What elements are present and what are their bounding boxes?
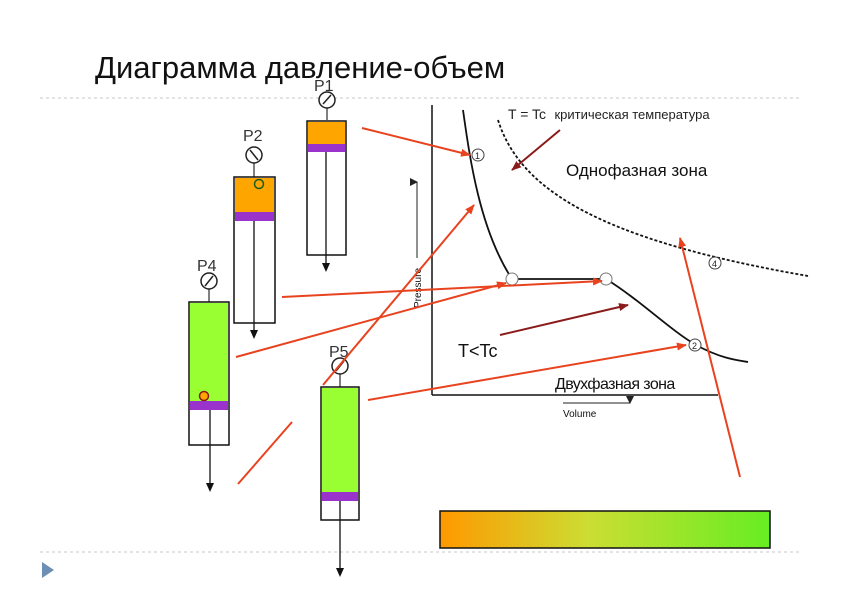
p2-piston [235, 212, 274, 221]
arrow-critical-path [678, 237, 741, 478]
p4-piston [190, 401, 228, 410]
arrow-to-saturated-vapor [281, 277, 603, 298]
p5-liquid-fill [322, 388, 358, 492]
arrow-diagonal-up [322, 204, 475, 386]
p5-piston [322, 492, 358, 501]
cylinder-p1: P1 [306, 78, 347, 272]
p1-gas-fill [308, 122, 345, 144]
arrow-lower-segment [237, 421, 293, 485]
cylinder-p4: P4 [188, 258, 230, 492]
gauge-p1-label: P1 [314, 78, 334, 95]
p4-liquid-fill [190, 303, 228, 401]
critical-temperature-label: T = Tc критическая температура [508, 106, 710, 123]
point-2-marker [688, 338, 702, 352]
slide-title: Диаграмма давление-объем [95, 50, 505, 85]
cylinder-p5: P5 [320, 344, 360, 577]
t-below-critical-label: T<Tc [458, 341, 498, 361]
two-phase-label: Двухфазная зона [555, 376, 675, 393]
slide-marker-icon [42, 562, 54, 578]
pressure-label: Pressure [413, 268, 424, 308]
gauge-p2-label: P2 [243, 128, 263, 145]
arrow-p1-to-point-1 [361, 127, 471, 157]
critical-isotherm [497, 119, 809, 277]
point-4-label: 4 [712, 259, 717, 269]
gauge-p5-label: P5 [329, 344, 349, 361]
saturated-liquid-point [505, 272, 519, 286]
isotherm-below-critical [462, 109, 749, 363]
p4-state-marker [198, 390, 210, 402]
p2-state-marker [253, 178, 265, 190]
arrow-p5-to-point-2 [367, 342, 687, 401]
isotherm-pointer-arrow [499, 303, 629, 336]
point-4-marker [708, 256, 722, 270]
gradient-bar [439, 510, 771, 549]
saturated-vapor-point [599, 272, 613, 286]
volume-label: Volume [563, 409, 597, 420]
point-1-label: 1 [475, 151, 480, 161]
cylinder-p2: P2 [233, 128, 276, 339]
arrow-to-saturated-liquid [235, 281, 507, 358]
point-2-label: 2 [692, 341, 697, 351]
point-1-marker [471, 148, 485, 162]
single-phase-label: Однофазная зона [566, 161, 708, 180]
gauge-p4-label: P4 [197, 258, 217, 275]
p1-piston [308, 144, 345, 152]
critical-pointer-arrow [511, 129, 561, 171]
